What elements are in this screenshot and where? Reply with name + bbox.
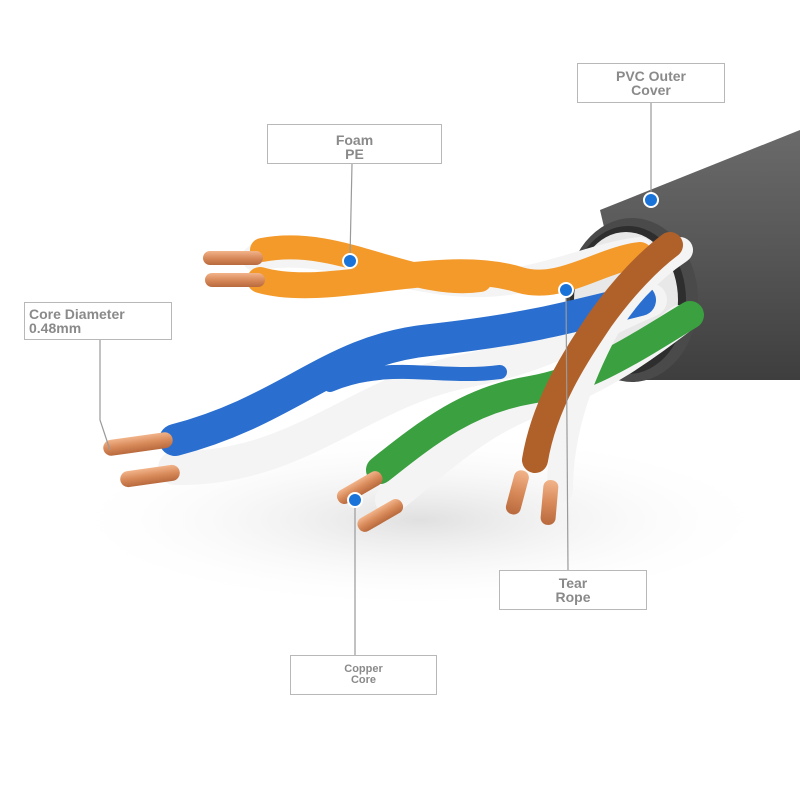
markers [342,192,659,508]
label-copper-line2: Core [350,674,377,686]
marker-foam [342,253,358,269]
marker-copper [347,492,363,508]
marker-tear [558,282,574,298]
leader-core [99,340,111,451]
label-foam-line2: PE [345,146,364,162]
leader-foam [349,163,353,259]
blue-copper-1 [103,432,173,456]
label-copper-core: Copper Core [290,655,437,695]
label-tear-line2: Rope [555,589,591,605]
label-core-line2: 0.48mm [29,320,82,336]
leader-lines [99,103,652,655]
brown-pair [505,232,693,525]
label-core-diameter: Core Diameter 0.48mm [24,302,172,340]
brown-copper-1 [505,470,529,515]
label-tear-rope: Tear Rope [499,570,647,610]
label-foam-line1: Foam [335,132,374,148]
label-core-line1: Core Diameter [29,306,125,322]
label-pvc-line1: PVC Outer [615,68,686,84]
marker-pvc [643,192,659,208]
leader-tear [565,291,569,571]
blue-copper-2 [120,464,180,488]
label-tear-line1: Tear [558,575,588,591]
orange-copper-1 [203,251,263,265]
green-copper-2 [357,499,404,532]
brown-copper-2 [540,479,559,525]
label-foam-pe: Foam PE [267,124,442,164]
label-pvc-line2: Cover [631,82,671,98]
label-pvc-outer-cover: PVC Outer Cover [577,63,725,103]
label-copper-line1: Copper [344,663,383,675]
orange-copper-2 [205,273,265,287]
orange-pair [203,235,653,299]
